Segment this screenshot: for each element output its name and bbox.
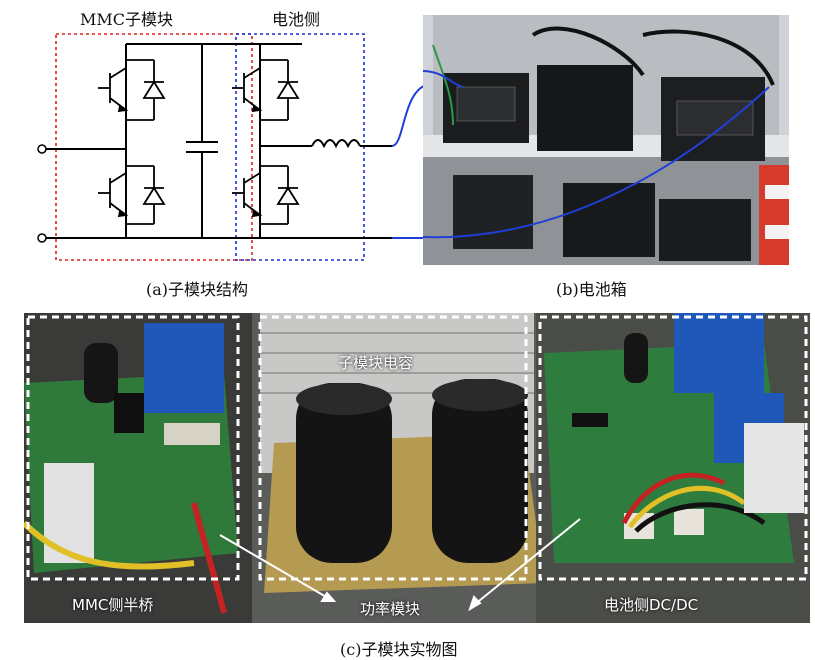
- panel-a-caption: (a)子模块结构: [146, 280, 249, 299]
- submodule-schematic: [37, 33, 430, 261]
- hardware-photo: [24, 313, 810, 623]
- capacitor-label: 子模块电容: [338, 354, 414, 372]
- panel-b-caption: (b)电池箱: [556, 280, 627, 299]
- battery-box-photo: [423, 15, 789, 265]
- capacitor-right: [432, 379, 528, 563]
- inductor: [311, 139, 361, 149]
- panel-c-caption: (c)子模块实物图: [340, 640, 458, 659]
- power-module-arrows: [219, 518, 581, 612]
- igbt-battery-upper: [232, 59, 300, 121]
- dcdc-label: 电池侧DC/DC: [604, 596, 699, 614]
- battery-bottom-middle: [563, 183, 655, 257]
- battery-wire-positive: [391, 83, 430, 147]
- mmc-submodule-title: MMC子模块: [80, 10, 174, 29]
- battery-top-middle: [537, 65, 633, 151]
- half-bridge-label: MMC侧半桥: [72, 596, 154, 614]
- half-bridge-region: [26, 315, 240, 581]
- igbt-mmc-upper: [98, 59, 166, 121]
- capacitor-region: [258, 315, 528, 581]
- igbt-mmc-lower: [98, 165, 166, 225]
- dc-capacitor: [186, 44, 218, 238]
- battery-bottom-left: [453, 175, 533, 249]
- terminal-bottom: [37, 233, 47, 243]
- dcdc-region: [538, 315, 808, 581]
- terminal-top: [37, 144, 47, 154]
- battery-bottom-right: [659, 199, 751, 261]
- mmc-submodule-boundary: [55, 33, 253, 261]
- battery-side-title: 电池侧: [272, 10, 321, 29]
- capacitor-left: [296, 383, 392, 563]
- power-module-label: 功率模块: [360, 600, 421, 618]
- igbt-battery-lower: [232, 165, 300, 225]
